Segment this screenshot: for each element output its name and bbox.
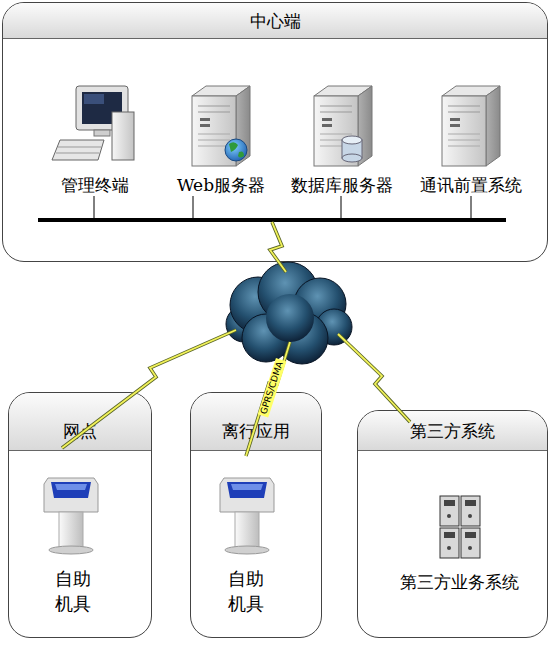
kiosk-icon-part	[220, 478, 274, 554]
web-server-icon-part	[229, 142, 244, 157]
computer-icon-part	[82, 92, 122, 124]
network-cloud-part	[230, 277, 286, 333]
device-node: 自助 机具	[33, 473, 113, 623]
network-cloud-part	[294, 278, 346, 330]
device-caption: 通讯前置系统	[411, 174, 531, 196]
group-header: 第三方系统	[358, 411, 547, 451]
network-cloud-part	[258, 262, 318, 322]
lightning-link-part	[62, 330, 236, 448]
bus-line-part	[193, 196, 194, 220]
bus-line-part	[94, 196, 95, 220]
rack-server-icon-part	[465, 532, 476, 538]
computer-icon-part	[76, 86, 128, 130]
lightning-link-part	[270, 222, 286, 272]
group-box: 网点自助 机具	[8, 392, 152, 638]
device-caption: 自助 机具	[51, 566, 95, 616]
lightning-link-part	[338, 334, 410, 422]
comm-server-icon-part	[442, 86, 500, 166]
computer-icon-part	[56, 153, 99, 154]
group-title: 网点	[9, 421, 151, 441]
device-caption: 数据库服务器	[282, 174, 402, 196]
device-node: 第三方业务系统	[379, 481, 539, 631]
device-node: 数据库服务器	[282, 79, 402, 196]
device-caption: Web服务器	[161, 174, 281, 196]
device-node: 自助 机具	[206, 473, 286, 623]
bus-line	[38, 196, 506, 220]
database-server-icon-part	[342, 154, 362, 162]
network-cloud-part	[276, 312, 328, 364]
network-cloud	[226, 262, 352, 364]
web-server-icon	[192, 86, 250, 166]
bus-line-part	[471, 196, 472, 220]
lightning-link-part	[246, 342, 290, 456]
bus-line-part	[38, 218, 506, 222]
database-server-icon-part	[314, 86, 372, 166]
kiosk-icon	[44, 478, 274, 554]
group-header: 中心端	[3, 3, 547, 39]
rack-server-icon-part	[447, 546, 451, 550]
rack-server-icon	[440, 496, 480, 558]
network-cloud-part	[242, 314, 290, 362]
bus-line-part	[341, 196, 342, 220]
group-title: 中心端	[3, 11, 547, 31]
network-cloud-part	[226, 306, 262, 342]
group-title: 第三方系统	[358, 421, 547, 441]
web-server-icon-part	[225, 139, 247, 161]
device-caption: 管理终端	[35, 174, 155, 196]
computer-icon-part	[58, 147, 101, 148]
lightning-link-part	[270, 222, 286, 272]
database-server-icon-part	[342, 136, 362, 144]
rack-server-icon-part	[461, 496, 480, 526]
computer-icon-part	[52, 140, 104, 160]
lightning-link-part	[246, 342, 290, 456]
rack-server-icon-part	[461, 528, 480, 558]
rack-server-icon-part	[444, 532, 455, 538]
group-title: 离行应用	[191, 421, 321, 441]
network-cloud-part	[266, 294, 314, 342]
device-node: 通讯前置系统	[411, 79, 531, 196]
rack-server-icon-part	[465, 500, 476, 506]
rack-server-icon-part	[440, 496, 459, 526]
device-caption: 自助 机具	[224, 566, 268, 616]
computer-icon	[52, 86, 134, 160]
device-caption: 第三方业务系统	[379, 571, 539, 593]
computer-icon-part	[84, 94, 104, 104]
rack-server-icon-part	[440, 528, 459, 558]
computer-icon-part	[112, 112, 134, 160]
rack-server-icon-part	[444, 500, 455, 506]
group-header: 网点	[9, 393, 151, 451]
group-header: 离行应用	[191, 393, 321, 451]
rack-server-icon-part	[447, 514, 451, 518]
lightning-link-part	[62, 330, 236, 448]
device-node: Web服务器	[161, 79, 281, 196]
web-server-icon-part	[192, 86, 250, 166]
network-cloud-part	[316, 309, 352, 345]
rack-server-icon-part	[468, 514, 472, 518]
lightning-link-part	[338, 334, 410, 422]
group-box: 离行应用自助 机具	[190, 392, 322, 638]
device-node: 管理终端	[35, 79, 155, 196]
rack-server-icon-part	[468, 546, 472, 550]
computer-icon-part	[94, 130, 110, 136]
kiosk-icon-part	[44, 478, 98, 554]
lightning-link	[62, 222, 410, 456]
group-box: 第三方系统第三方业务系统	[357, 410, 548, 638]
database-server-icon-part	[342, 140, 362, 158]
database-server-icon	[314, 86, 372, 166]
group-box: 中心端管理终端 Web服务器数据库服务器通讯前置系统	[2, 2, 548, 262]
comm-server-icon	[442, 86, 500, 166]
